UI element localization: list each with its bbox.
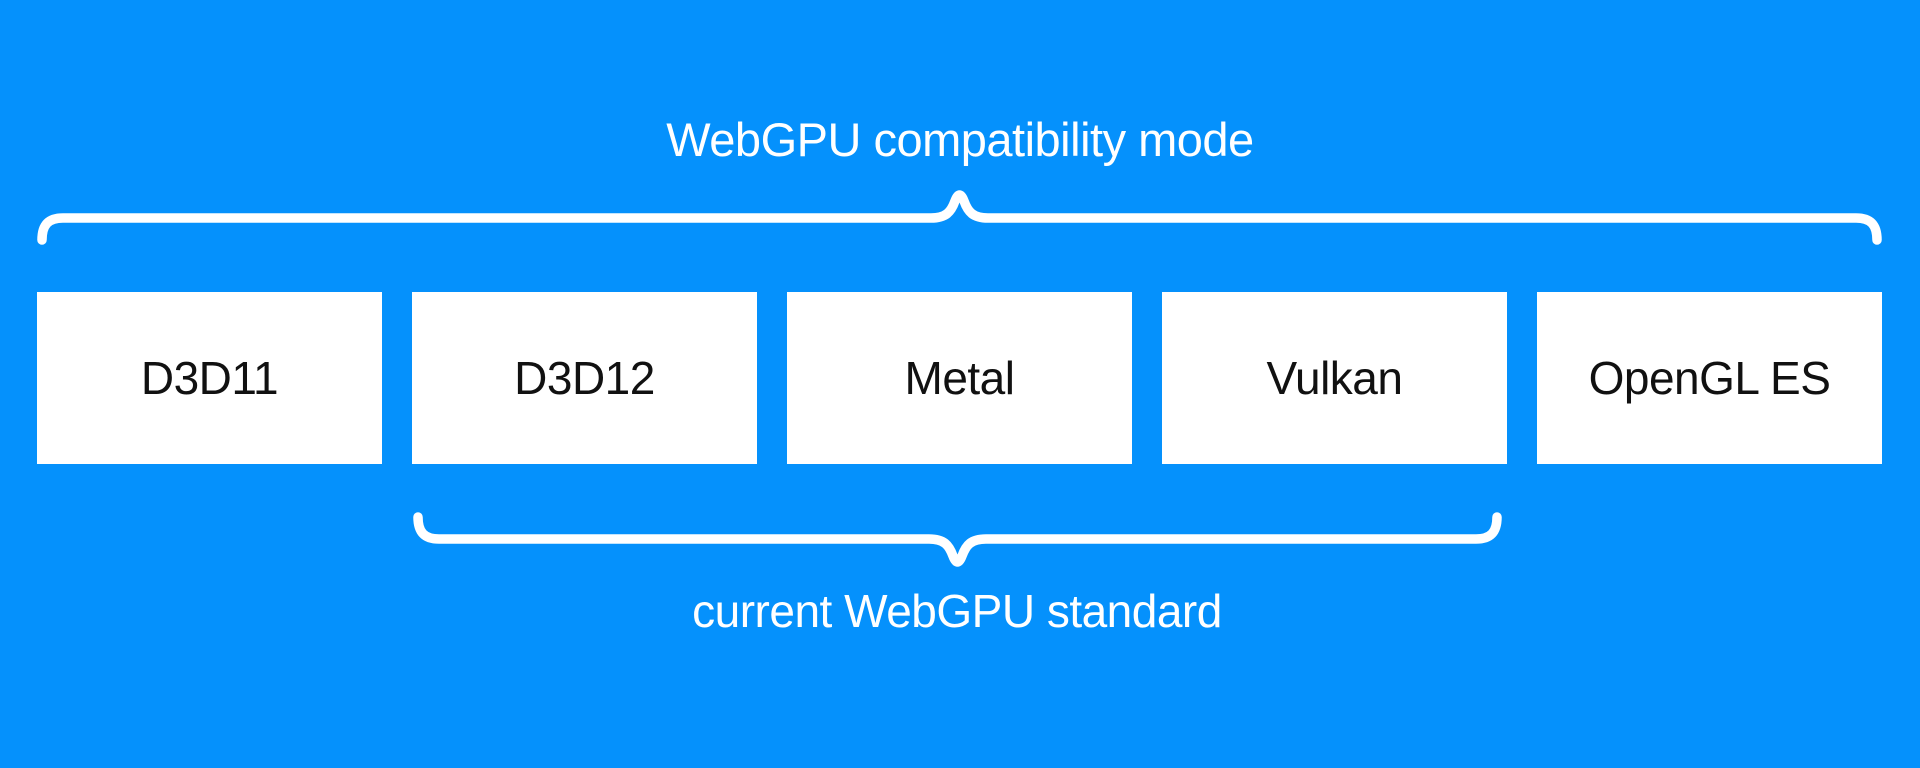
api-box-vulkan: Vulkan bbox=[1162, 292, 1507, 464]
bottom-brace bbox=[413, 512, 1502, 567]
api-boxes-row: D3D11 D3D12 Metal Vulkan OpenGL ES bbox=[37, 292, 1882, 464]
api-box-metal: Metal bbox=[787, 292, 1132, 464]
top-brace bbox=[37, 190, 1882, 245]
api-box-d3d11: D3D11 bbox=[37, 292, 382, 464]
compatibility-mode-title: WebGPU compatibility mode bbox=[666, 113, 1254, 166]
current-standard-caption: current WebGPU standard bbox=[692, 585, 1222, 637]
api-box-opengl-es: OpenGL ES bbox=[1537, 292, 1882, 464]
top-brace-path bbox=[37, 190, 1882, 245]
api-box-d3d12: D3D12 bbox=[412, 292, 757, 464]
api-box-label: D3D12 bbox=[514, 352, 655, 404]
api-box-label: D3D11 bbox=[140, 352, 279, 404]
api-box-label: Vulkan bbox=[1266, 352, 1403, 404]
api-box-label: OpenGL ES bbox=[1588, 352, 1831, 404]
bottom-brace-path bbox=[413, 512, 1502, 567]
api-box-label: Metal bbox=[904, 352, 1015, 404]
